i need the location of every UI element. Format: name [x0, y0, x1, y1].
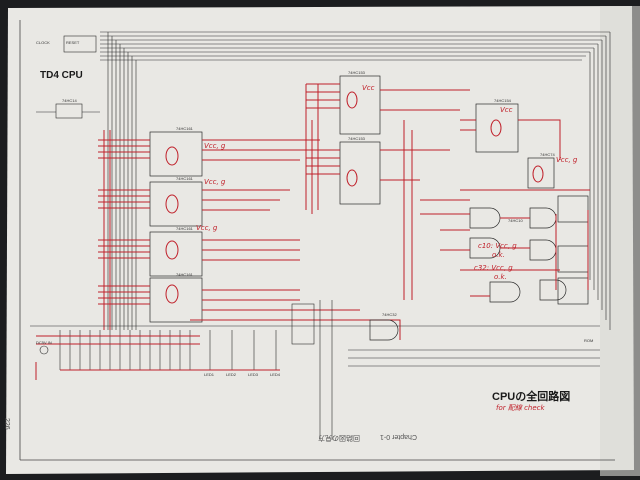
- annotation-vcc-right: Vcc, g: [556, 156, 578, 164]
- chip-label-decoder: 74HC154: [494, 98, 511, 103]
- annotation-check-c32: c32: Vcc, g: [474, 264, 513, 272]
- annotation-vcc-counter-1: Vcc, g: [204, 142, 226, 150]
- chip-label-gate-10: 74HC10: [508, 218, 523, 223]
- chip-label-counter-3: 74HC161: [176, 226, 193, 231]
- chip-label-gate-74: 74HC74: [540, 152, 555, 157]
- chip-label-selector-1: 74HC153: [348, 70, 365, 75]
- red-traces-left: [98, 130, 401, 340]
- led-1-label: LED1: [204, 372, 215, 377]
- page-number: 226: [3, 418, 10, 430]
- led-2-label: LED2: [226, 372, 237, 377]
- rom-label: ROM: [584, 338, 594, 343]
- top-bus: [100, 31, 611, 330]
- chip-label-selector-2: 74HC153: [348, 136, 365, 141]
- paper-sheet: [6, 6, 634, 474]
- red-traces-center: [305, 83, 470, 214]
- annotation-check-c10: c10: Vcc, g: [478, 242, 517, 250]
- top-left-chip: [36, 103, 100, 119]
- annotation-check-c10-ok: o.k.: [492, 251, 505, 259]
- right-logic: [369, 103, 589, 341]
- annotation-check-c32-ok: o.k.: [494, 273, 507, 281]
- page-shadow-right: [600, 6, 640, 476]
- clock-label: CLOCK: [36, 40, 50, 45]
- handwritten-note: for 配線 check: [496, 404, 545, 412]
- chip-label-gate-32: 74HC32: [382, 312, 397, 317]
- schematic-title: TD4 CPU: [40, 70, 83, 81]
- annotation-vcc-selector: Vcc: [362, 84, 375, 92]
- reset-label: RESET: [66, 40, 80, 45]
- annotation-vcc-counter-3: Vcc, g: [196, 224, 218, 232]
- red-traces-right: [403, 119, 590, 300]
- led-3-label: LED3: [248, 372, 259, 377]
- red-traces-bottom: [35, 335, 280, 380]
- led-4-label: LED4: [270, 372, 281, 377]
- chip-label-gate-14: 74HC14: [62, 98, 77, 103]
- selector-blocks: [339, 75, 381, 205]
- led-section: [30, 300, 600, 440]
- chip-label-counter-2: 74HC161: [176, 176, 193, 181]
- footer-section: 回路図の見方: [318, 434, 360, 441]
- footer-chapter: Chapter 0-1: [380, 433, 417, 440]
- annotation-vcc-decoder: Vcc: [500, 106, 513, 114]
- power-label: DC5V IN: [36, 340, 52, 345]
- red-circles: [165, 91, 544, 304]
- reset-block: [63, 35, 97, 53]
- chip-label-counter-4: 74HC161: [176, 272, 193, 277]
- annotation-vcc-counter-2: Vcc, g: [204, 178, 226, 186]
- chip-label-counter-1: 74HC161: [176, 126, 193, 131]
- figure-caption: CPUの全回路図: [492, 391, 571, 403]
